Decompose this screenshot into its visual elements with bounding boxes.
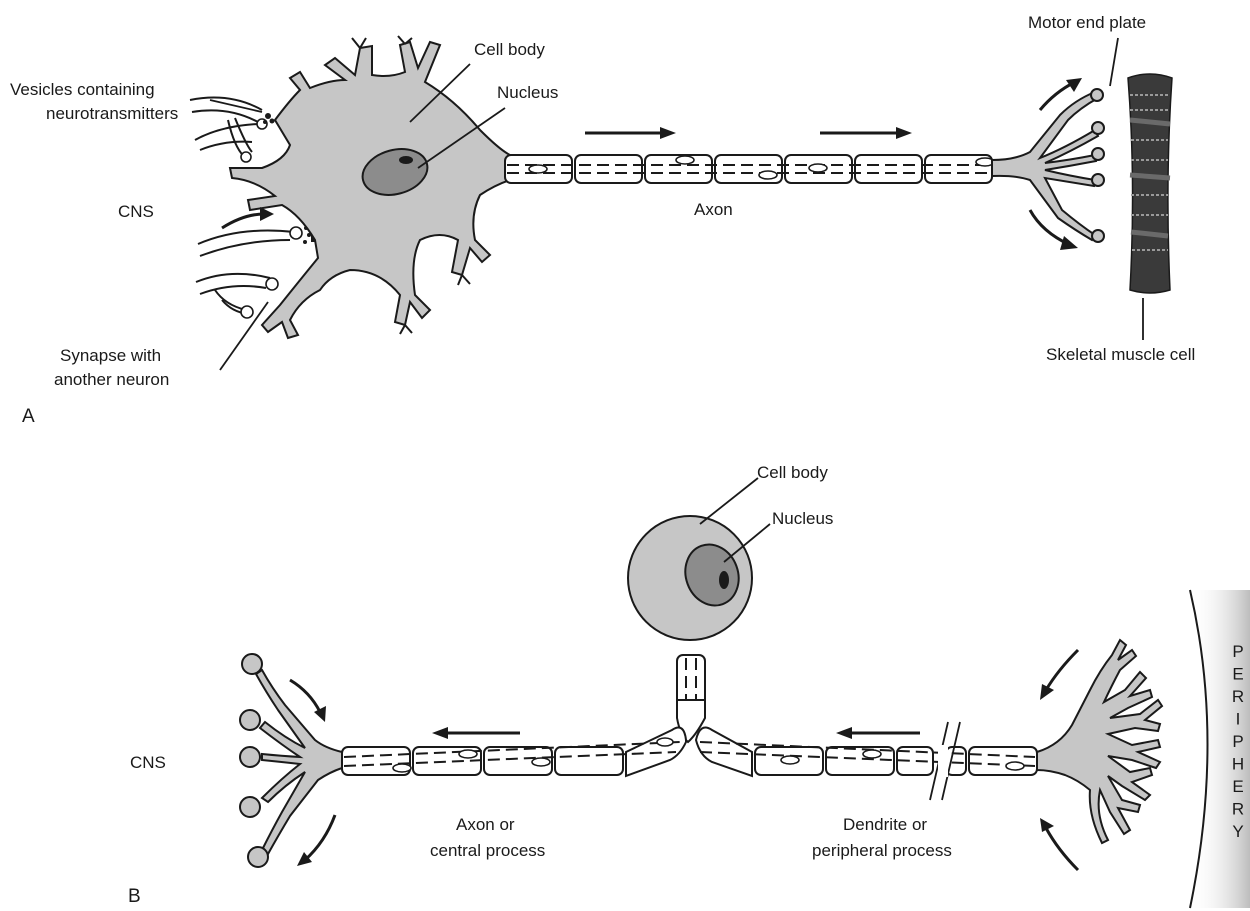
label-synapse-2: another neuron bbox=[54, 370, 169, 389]
label-axon-a: Axon bbox=[694, 200, 733, 219]
label-vesicles-2: neurotransmitters bbox=[46, 104, 178, 123]
label-axon-b-2: central process bbox=[430, 841, 545, 860]
periphery-letter: P bbox=[1232, 642, 1243, 661]
periphery-letter: H bbox=[1232, 755, 1244, 774]
label-cell-body-a: Cell body bbox=[474, 40, 545, 59]
vesicle-cluster bbox=[263, 113, 275, 124]
label-skeletal-muscle-cell: Skeletal muscle cell bbox=[1046, 345, 1195, 364]
label-motor-end-plate: Motor end plate bbox=[1028, 13, 1146, 32]
periphery-letter: R bbox=[1232, 687, 1244, 706]
label-cell-body-b: Cell body bbox=[757, 463, 828, 482]
peripheral-receptor-endings bbox=[1037, 640, 1162, 843]
label-cns-b: CNS bbox=[130, 753, 166, 772]
nucleolus bbox=[399, 156, 413, 164]
periphery-letter: R bbox=[1232, 800, 1244, 819]
panel-b: Cell body Nucleus CNS Axon or central pr… bbox=[128, 463, 1250, 908]
panel-a: Vesicles containing neurotransmitters Ce… bbox=[10, 13, 1195, 427]
skeletal-muscle-cell bbox=[1128, 74, 1172, 293]
panel-letter-a: A bbox=[22, 406, 35, 427]
label-nucleus-b: Nucleus bbox=[772, 509, 833, 528]
label-nucleus-a: Nucleus bbox=[497, 83, 558, 102]
motor-axon bbox=[505, 155, 994, 183]
periphery-letter: Y bbox=[1232, 822, 1243, 841]
label-dendrite-2: peripheral process bbox=[812, 841, 952, 860]
label-synapse-1: Synapse with bbox=[60, 346, 161, 365]
panel-letter-b: B bbox=[128, 886, 141, 907]
central-process bbox=[342, 728, 686, 776]
label-vesicles-1: Vesicles containing bbox=[10, 80, 155, 99]
label-dendrite-1: Dendrite or bbox=[843, 815, 927, 834]
periphery-letter: P bbox=[1232, 732, 1243, 751]
periphery-letter: I bbox=[1236, 710, 1241, 729]
label-cns-a: CNS bbox=[118, 202, 154, 221]
periphery-letter: E bbox=[1232, 777, 1243, 796]
periphery-letter: E bbox=[1232, 665, 1243, 684]
sensory-nucleolus bbox=[719, 571, 729, 589]
label-axon-b-1: Axon or bbox=[456, 815, 515, 834]
axon-terminals-a bbox=[992, 89, 1104, 242]
